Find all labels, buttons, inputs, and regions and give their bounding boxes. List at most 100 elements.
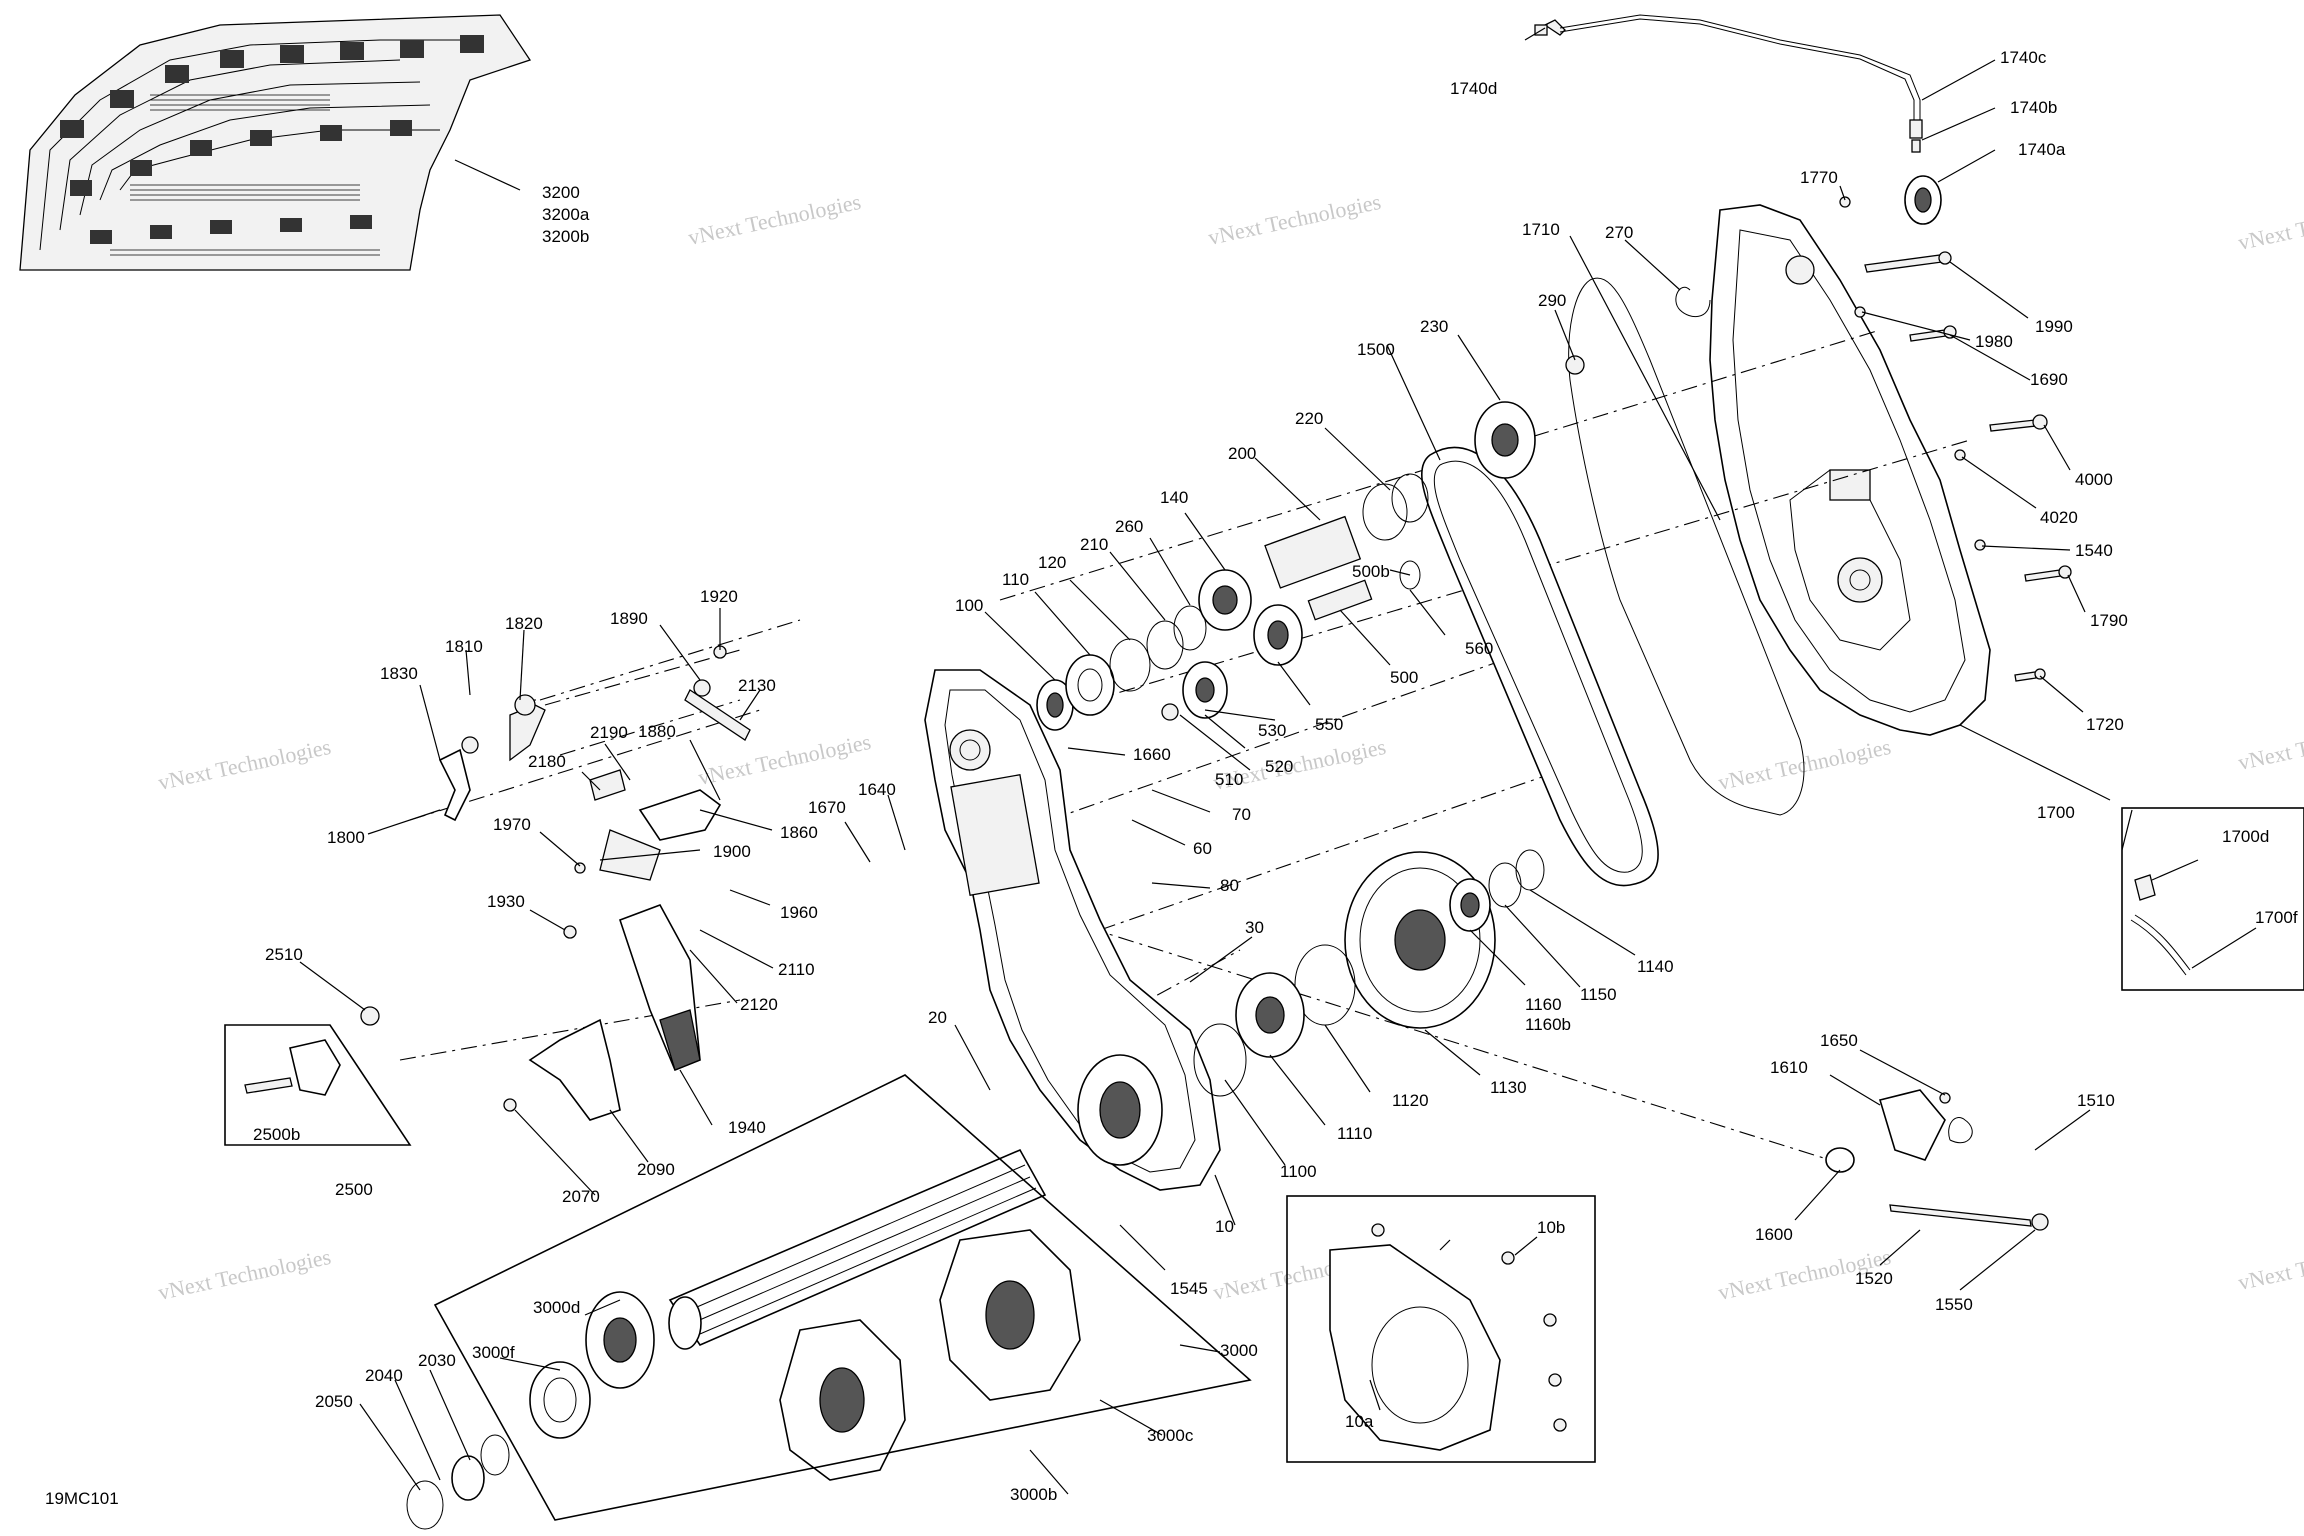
label-1940: 1940	[728, 1118, 766, 1137]
watermark-text: vNext Technologies	[696, 729, 873, 790]
bracket-illustration	[244, 1006, 380, 1096]
lower-gear-illustration	[1193, 849, 1545, 1097]
label-1660: 1660	[1133, 745, 1171, 764]
fastener-illustrations	[1839, 196, 2072, 682]
label-1520: 1520	[1855, 1269, 1893, 1288]
label-1980: 1980	[1975, 332, 2013, 351]
label-2190: 2190	[590, 723, 628, 742]
label-4000: 4000	[2075, 470, 2113, 489]
watermark-text: vNext Technologies	[156, 1244, 333, 1305]
label-20: 20	[928, 1008, 947, 1027]
label-530: 530	[1258, 721, 1286, 740]
label-10a: 10a	[1345, 1412, 1374, 1431]
label-3000d: 3000d	[533, 1298, 580, 1317]
label-140: 140	[1160, 488, 1188, 507]
label-60: 60	[1193, 839, 1212, 858]
label-1130: 1130	[1490, 1078, 1527, 1097]
shift-linkage-illustration	[438, 645, 751, 1121]
label-2040: 2040	[365, 1366, 403, 1385]
label-1810: 1810	[445, 637, 483, 656]
label-100: 100	[955, 596, 983, 615]
part-labels: 3200 3200a 3200b 1740d 1740c 1740b 1740a…	[45, 48, 2298, 1508]
watermark-text: vNext Technologies	[156, 734, 333, 795]
drive-shaft-illustration	[406, 1148, 1081, 1530]
label-1120: 1120	[1392, 1091, 1429, 1110]
label-2030: 2030	[418, 1351, 456, 1370]
label-3000: 3000	[1220, 1341, 1258, 1360]
label-1110: 1110	[1337, 1124, 1372, 1143]
label-1150: 1150	[1580, 985, 1617, 1004]
label-110: 110	[1002, 570, 1029, 589]
chaincase-housing-illustration	[924, 669, 1221, 1191]
label-1790: 1790	[2090, 611, 2128, 630]
label-2500b: 2500b	[253, 1125, 300, 1144]
label-1830: 1830	[380, 664, 418, 683]
label-3200a: 3200a	[542, 205, 590, 224]
cable-assembly-illustration	[1534, 14, 1942, 225]
label-1545: 1545	[1170, 1279, 1208, 1298]
label-1690: 1690	[2030, 370, 2068, 389]
label-520: 520	[1265, 757, 1293, 776]
label-3000f: 3000f	[472, 1343, 515, 1362]
label-1930: 1930	[487, 892, 525, 911]
label-1820: 1820	[505, 614, 543, 633]
watermark-text: vNext Technologies	[2236, 714, 2304, 775]
label-1710: 1710	[1522, 220, 1560, 239]
label-2110: 2110	[778, 960, 815, 979]
label-510: 510	[1215, 770, 1243, 789]
label-2120: 2120	[740, 995, 778, 1014]
label-3000b: 3000b	[1010, 1485, 1057, 1504]
label-1540: 1540	[2075, 541, 2113, 560]
label-210: 210	[1080, 535, 1108, 554]
label-2500: 2500	[335, 1180, 373, 1199]
label-1650: 1650	[1820, 1031, 1858, 1050]
label-1890: 1890	[610, 609, 648, 628]
label-1960: 1960	[780, 903, 818, 922]
label-1700f: 1700f	[2255, 908, 2298, 927]
leader-lines	[299, 27, 2257, 1495]
label-1740c: 1740c	[2000, 48, 2047, 67]
label-270: 270	[1605, 223, 1633, 242]
label-2090: 2090	[637, 1160, 675, 1179]
label-1720: 1720	[2086, 715, 2124, 734]
label-80: 80	[1220, 876, 1239, 895]
label-4020: 4020	[2040, 508, 2078, 527]
label-290: 290	[1538, 291, 1566, 310]
label-1610: 1610	[1770, 1058, 1808, 1077]
label-260: 260	[1115, 517, 1143, 536]
label-1700d: 1700d	[2222, 827, 2269, 846]
label-1600: 1600	[1755, 1225, 1793, 1244]
diagram-code: 19MC101	[45, 1489, 119, 1508]
label-2130: 2130	[738, 676, 776, 695]
label-2050: 2050	[315, 1392, 353, 1411]
watermark-text: vNext Technologies	[1716, 734, 1893, 795]
label-1970: 1970	[493, 815, 531, 834]
label-1550: 1550	[1935, 1295, 1973, 1314]
drive-chain-illustration	[1421, 277, 1805, 887]
chaincase-cover-illustration	[1709, 204, 1991, 736]
label-2070: 2070	[562, 1187, 600, 1206]
inset-parts-illustration	[2130, 874, 2191, 976]
label-200: 200	[1228, 444, 1256, 463]
label-560: 560	[1465, 639, 1493, 658]
label-1160b: 1160b	[1525, 1015, 1571, 1034]
watermark-text: vNext Technologies	[2236, 1234, 2304, 1295]
label-1740b: 1740b	[2010, 98, 2057, 117]
group-frames	[224, 807, 2304, 1521]
label-1900: 1900	[713, 842, 751, 861]
gasket-plate-illustration	[1329, 1223, 1567, 1451]
label-3000c: 3000c	[1147, 1426, 1194, 1445]
label-500: 500	[1390, 668, 1418, 687]
label-1800: 1800	[327, 828, 365, 847]
label-1770: 1770	[1800, 168, 1838, 187]
label-2510: 2510	[265, 945, 303, 964]
label-1990: 1990	[2035, 317, 2073, 336]
label-1700: 1700	[2037, 803, 2075, 822]
label-1740a: 1740a	[2018, 140, 2066, 159]
label-1640: 1640	[858, 780, 896, 799]
track-illustration	[19, 14, 532, 271]
label-1100: 1100	[1280, 1162, 1317, 1181]
label-2180: 2180	[528, 752, 566, 771]
label-120: 120	[1038, 553, 1066, 572]
